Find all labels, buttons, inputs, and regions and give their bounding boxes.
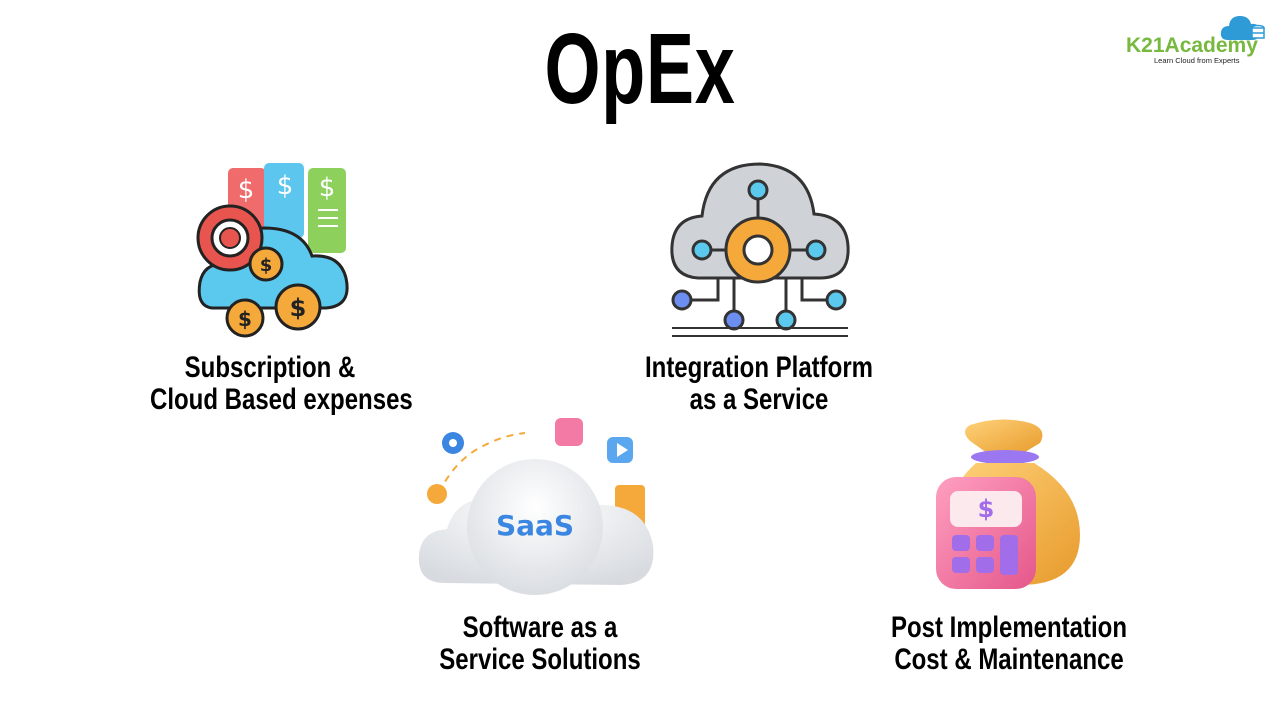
caption-integration: Integration Platform as a Service: [639, 352, 879, 416]
svg-text:$: $: [290, 294, 307, 322]
svg-text:$: $: [978, 495, 995, 523]
caption-line: Subscription &: [184, 351, 356, 384]
logo-brand-text: K21Academy: [1126, 34, 1258, 57]
saas-label: SaaS: [496, 509, 574, 542]
caption-line: Software as a: [462, 611, 618, 644]
cloud-integration-icon: [670, 162, 850, 337]
caption-subscription: Subscription & Cloud Based expenses: [150, 351, 413, 416]
money-bag-calculator-icon: $: [936, 419, 1080, 589]
saas-cloud-icon: SaaS: [418, 418, 654, 595]
caption-line: Service Solutions: [439, 643, 641, 676]
svg-text:$: $: [260, 255, 273, 276]
cloud-expenses-icon: $ $ $ $ $ $: [196, 163, 349, 338]
svg-text:$: $: [277, 171, 294, 201]
logo-cloud-icon: [1220, 16, 1265, 40]
caption-post-implementation: Post Implementation Cost & Maintenance: [889, 612, 1129, 676]
caption-line: Cloud Based expenses: [150, 383, 413, 416]
svg-text:$: $: [238, 175, 255, 205]
brand-logo: K21Academy Learn Cloud from Experts: [1122, 10, 1272, 68]
caption-line: Integration Platform: [644, 351, 873, 384]
caption-saas: Software as a Service Solutions: [420, 612, 660, 676]
svg-text:$: $: [319, 173, 336, 203]
caption-line: Post Implementation: [890, 611, 1128, 644]
svg-text:$: $: [238, 307, 252, 331]
page-title: OpEx: [544, 13, 736, 125]
caption-line: Cost & Maintenance: [894, 643, 1124, 676]
caption-line: as a Service: [689, 383, 829, 416]
logo-tagline: Learn Cloud from Experts: [1154, 56, 1240, 65]
